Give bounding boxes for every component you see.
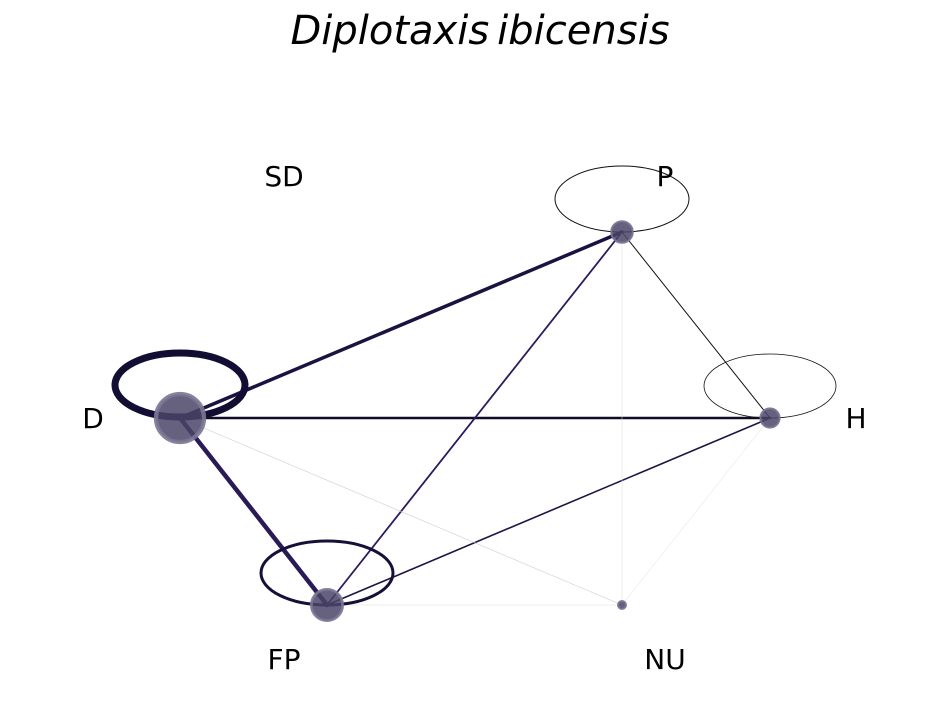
edges-layer xyxy=(177,230,772,608)
node-fp xyxy=(309,587,345,623)
node-h xyxy=(759,407,781,429)
node-label-sd: SD xyxy=(264,160,303,193)
title-species: ibicensis xyxy=(497,8,669,54)
self-loops-layer xyxy=(111,165,837,607)
edge-h-nu xyxy=(621,417,771,606)
node-label-h: H xyxy=(845,402,866,435)
edge-fp-p xyxy=(326,231,623,606)
edge-d-nu xyxy=(179,417,623,606)
edge-d-fp xyxy=(177,415,330,608)
node-label-nu: NU xyxy=(644,643,685,676)
node-label-fp: FP xyxy=(268,643,301,676)
node-label-p: P xyxy=(657,160,674,193)
edge-d-p xyxy=(178,230,624,420)
title-genus: Diplotaxis xyxy=(290,8,489,54)
node-p xyxy=(610,220,634,244)
node-nu xyxy=(617,600,627,610)
node-d xyxy=(153,391,207,445)
labels-layer: SD P D H FP NU xyxy=(82,160,866,676)
edge-fp-h xyxy=(326,417,771,606)
nodes-layer xyxy=(153,220,781,623)
edge-p-h xyxy=(621,231,771,419)
node-label-d: D xyxy=(82,402,104,435)
